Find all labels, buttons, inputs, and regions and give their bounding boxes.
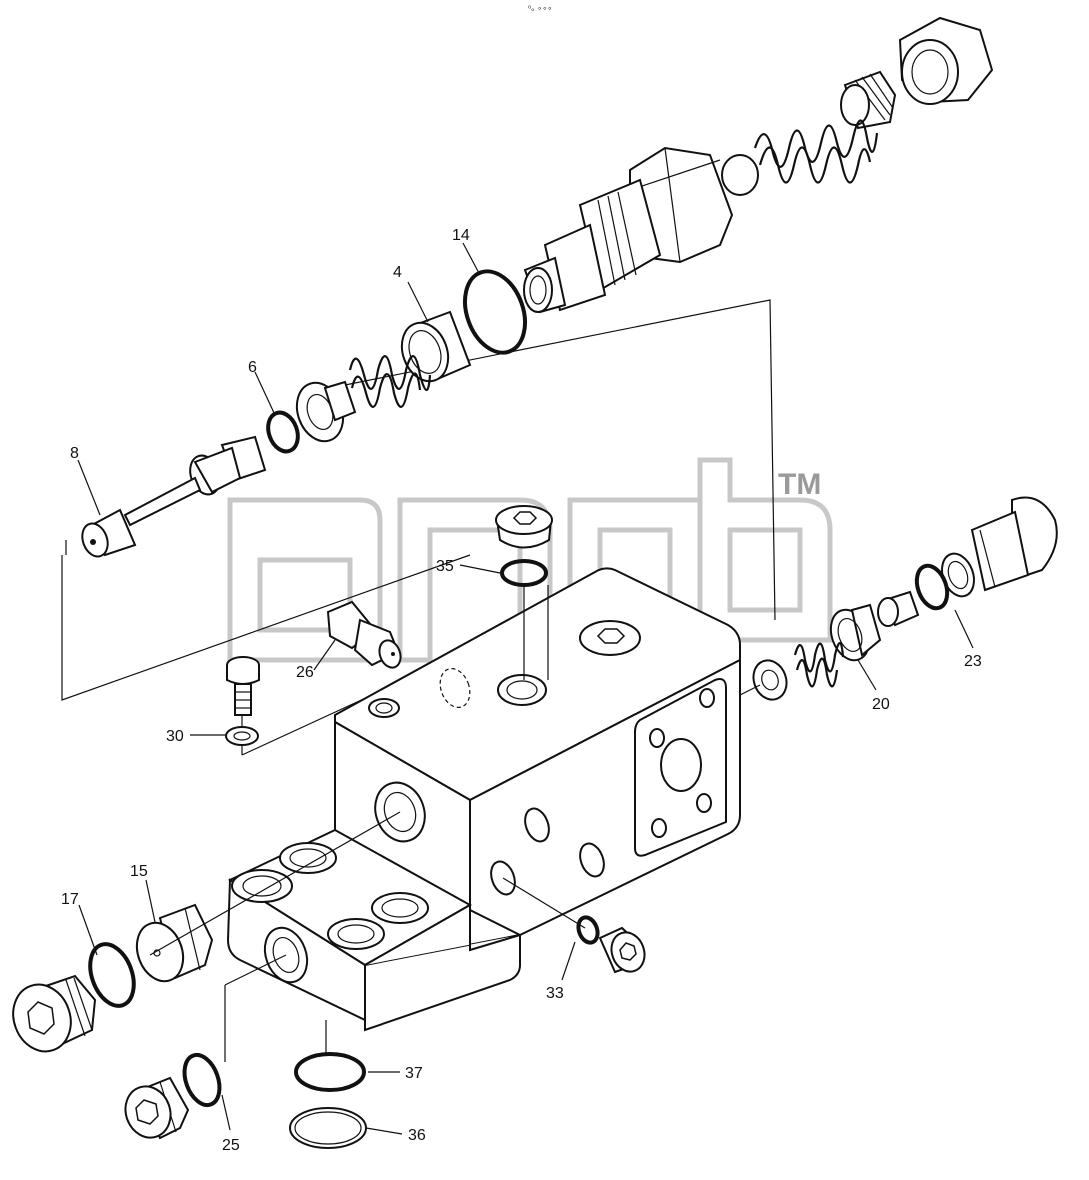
hidden-port-outline	[439, 668, 471, 708]
sleeve-20	[829, 603, 882, 662]
oring-25	[182, 1052, 222, 1108]
valve-cartridge	[523, 146, 734, 314]
oring-6	[266, 410, 300, 454]
oring-37	[294, 1052, 366, 1092]
pilot-plunger	[877, 590, 920, 627]
oring-14	[463, 269, 527, 355]
label-36: 36	[408, 1127, 426, 1144]
fitting-26	[326, 600, 402, 669]
oring-35	[500, 559, 548, 587]
label-35: 35	[436, 558, 454, 575]
oring-23	[914, 563, 950, 611]
label-37: 37	[405, 1065, 423, 1082]
label-33: 33	[546, 985, 564, 1002]
adjusting-screw	[840, 70, 897, 130]
oring-17	[88, 942, 136, 1008]
screw-30	[226, 656, 260, 716]
watermark-trademark: TM	[778, 468, 821, 501]
label-26: 26	[296, 664, 314, 681]
sleeve-15	[135, 903, 214, 983]
cartridge-right	[941, 496, 1058, 598]
washer-30	[225, 726, 259, 746]
disc-right	[752, 659, 788, 701]
small-spring	[348, 355, 432, 392]
label-14: 14	[452, 227, 470, 244]
label-6: 6	[248, 359, 257, 376]
plug-35	[495, 505, 553, 549]
hex-nut	[898, 16, 994, 105]
leader-lines	[77, 242, 974, 1135]
valve-block	[226, 567, 741, 1032]
label-30: 30	[166, 728, 184, 745]
oring-33	[576, 915, 600, 945]
label-17: 17	[61, 891, 79, 908]
plug-33	[598, 926, 646, 974]
plug-25	[124, 1076, 190, 1140]
label-8: 8	[70, 445, 79, 462]
sleeve-4	[400, 310, 472, 383]
label-20: 20	[872, 696, 890, 713]
label-4: 4	[393, 264, 402, 281]
label-23: 23	[964, 653, 982, 670]
label-15: 15	[130, 863, 148, 880]
backup-ring-36	[289, 1107, 367, 1149]
flanged-seat	[295, 380, 357, 443]
piston-rod-8	[81, 435, 267, 558]
spring-right	[793, 641, 845, 673]
label-25: 25	[222, 1137, 240, 1154]
header-mark: ⁰ₒ ∘∘∘	[528, 4, 552, 13]
plug-large	[12, 974, 97, 1053]
main-spring	[753, 119, 879, 184]
poppet-disc	[721, 154, 759, 196]
